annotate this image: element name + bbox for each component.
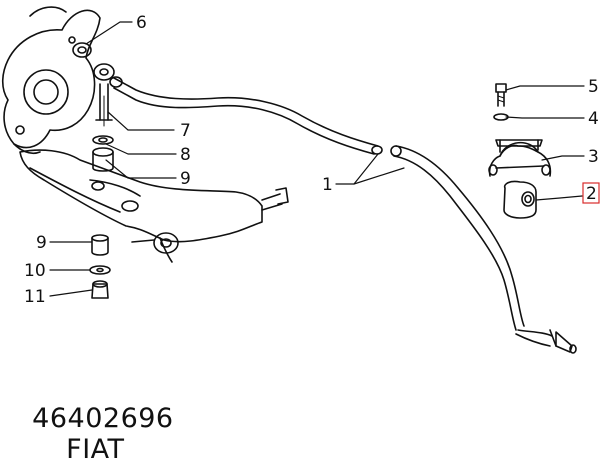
link-bushing <box>72 42 92 58</box>
callout-label: 9 <box>36 233 47 253</box>
upper-bush <box>92 147 114 172</box>
callout-label: 3 <box>588 147 599 167</box>
anti-roll-bar <box>109 76 577 354</box>
callout-label: 7 <box>180 121 191 141</box>
callout-label: 8 <box>180 145 191 165</box>
callout-label: 4 <box>588 109 599 129</box>
highlight-box <box>582 182 600 204</box>
callout-label: 6 <box>136 13 147 33</box>
part-number: 46402696 <box>32 403 174 434</box>
lower-washer <box>89 265 111 275</box>
callout-label: 9 <box>180 169 191 189</box>
callout-label: 1 <box>322 175 333 195</box>
callout-label: 10 <box>24 261 46 281</box>
part-caption: 46402696 FIAT <box>14 372 174 465</box>
upper-washer <box>92 135 114 145</box>
brand-name: FIAT <box>66 434 125 465</box>
callout-label-highlighted: 2 <box>586 184 597 204</box>
leader-lines <box>49 21 585 297</box>
bar-clamp-bracket <box>488 139 552 177</box>
callout-label: 11 <box>24 287 46 307</box>
callout-label: 5 <box>588 77 599 97</box>
stabilizer-bush <box>503 180 537 219</box>
lower-control-arm <box>19 149 289 263</box>
parts-diagram: 1 2 3 4 5 6 7 8 9 9 10 11 <box>1 6 600 354</box>
bolt <box>495 83 507 107</box>
lower-nut <box>91 280 109 299</box>
lower-bush <box>91 234 109 256</box>
steering-knuckle <box>1 6 101 155</box>
stabilizer-link <box>93 63 115 127</box>
